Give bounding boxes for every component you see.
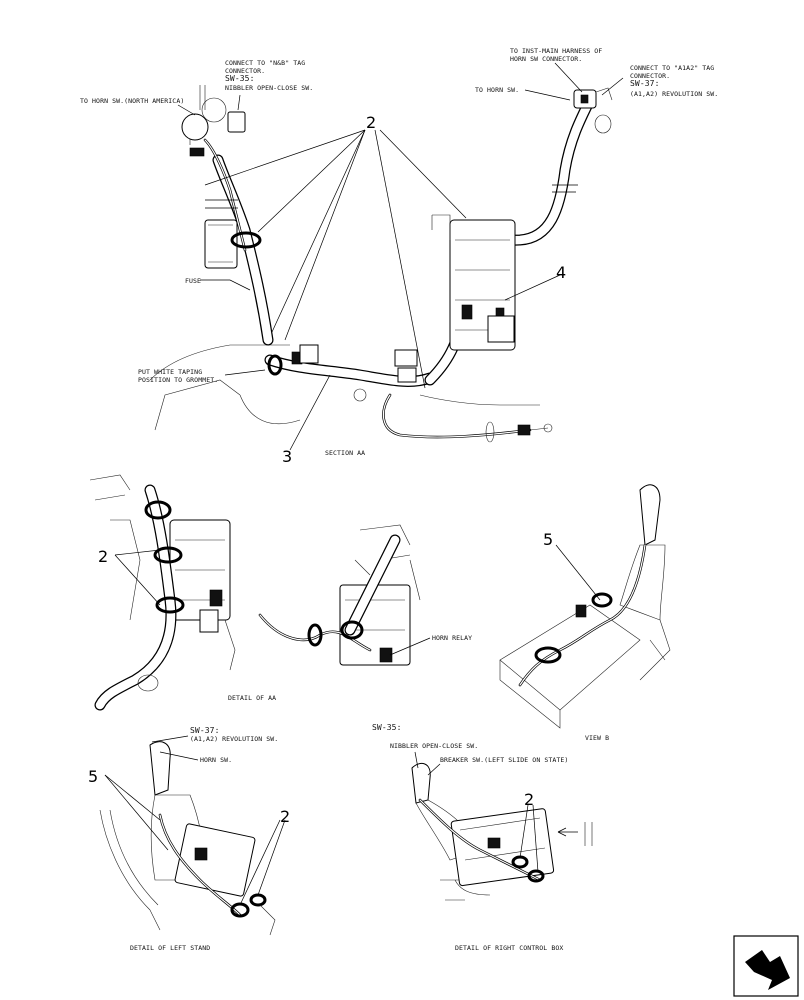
detail-right-box-drawing bbox=[411, 762, 593, 901]
label-detail-left: DETAIL OF LEFT STAND bbox=[130, 944, 210, 952]
next-page-arrow-icon[interactable] bbox=[733, 935, 799, 997]
label-nibbler-top: NIBBLER OPEN-CLOSE SW. bbox=[225, 84, 313, 92]
label-connect-a1a2: CONNECT TO "A1A2" TAG bbox=[630, 64, 714, 72]
label-sw37-bottom: SW-37: bbox=[190, 726, 220, 735]
label-connector-2: CONNECTOR. bbox=[630, 72, 670, 80]
callout-2-top: 2 bbox=[366, 113, 376, 132]
callout-2-mid: 2 bbox=[98, 547, 108, 566]
label-connect-nb: CONNECT TO "N&B" TAG bbox=[225, 59, 305, 67]
section-aa-drawing bbox=[149, 85, 613, 443]
section-aa-leaders bbox=[177, 62, 624, 451]
label-nibbler-bottom: NIBBLER OPEN-CLOSE SW. bbox=[390, 742, 478, 750]
label-to-horn: TO HORN SW. bbox=[475, 86, 519, 94]
callout-3: 3 bbox=[282, 447, 292, 466]
label-horn-na: TO HORN SW.(NORTH AMERICA) bbox=[80, 97, 184, 105]
label-revolution-top: (A1,A2) REVOLUTION SW. bbox=[630, 90, 718, 98]
callout-4: 4 bbox=[556, 263, 566, 282]
label-connector-1: CONNECTOR. bbox=[225, 67, 265, 75]
label-detail-aa: DETAIL OF AA bbox=[228, 694, 276, 702]
label-inst-main-2: HORN SW CONNECTOR. bbox=[510, 55, 582, 63]
label-white-tape-1: PUT WHITE TAPING bbox=[138, 368, 202, 376]
view-b-drawing bbox=[499, 484, 671, 729]
label-view-b: VIEW B bbox=[585, 734, 609, 742]
label-horn-relay: HORN RELAY bbox=[432, 634, 472, 642]
label-section-aa: SECTION AA bbox=[325, 449, 365, 457]
label-sw35-top: SW-35: bbox=[225, 74, 255, 83]
label-white-tape-2: POSITION TO GROMMET. bbox=[138, 376, 218, 384]
callout-5-bottom: 5 bbox=[88, 767, 98, 786]
callout-2-bottom-left: 2 bbox=[280, 807, 290, 826]
horn-relay-drawing bbox=[258, 524, 421, 666]
label-breaker: BREAKER SW.(LEFT SLIDE ON STATE) bbox=[440, 756, 568, 764]
label-sw37-top: SW-37: bbox=[630, 79, 660, 88]
label-inst-main-1: TO INST-MAIN HARNESS OF bbox=[510, 47, 602, 55]
label-revolution-bottom: (A1,A2) REVOLUTION SW. bbox=[190, 735, 278, 743]
label-fuse: FUSE bbox=[185, 277, 201, 285]
callout-5-mid: 5 bbox=[543, 530, 553, 549]
label-detail-right: DETAIL OF RIGHT CONTROL BOX bbox=[455, 944, 563, 952]
detail-left-stand-drawing bbox=[99, 741, 276, 936]
detail-aa-drawing bbox=[89, 474, 236, 711]
label-horn-sw: HORN SW. bbox=[200, 756, 232, 764]
callout-2-bottom-right: 2 bbox=[524, 790, 534, 809]
label-sw35-bottom: SW-35: bbox=[372, 723, 402, 732]
